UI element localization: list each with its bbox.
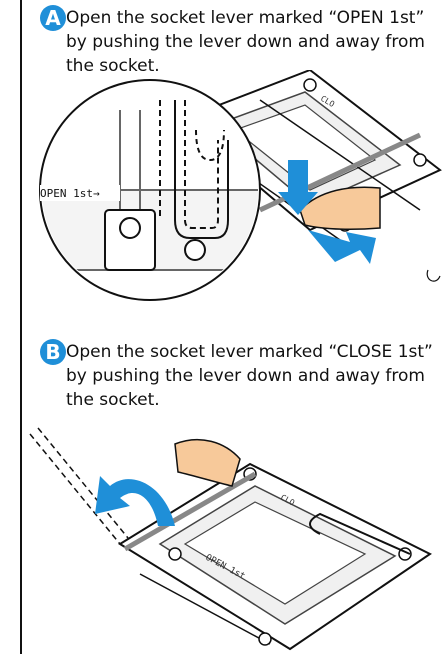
zoom-callout-a: OPEN 1st→ xyxy=(39,79,261,301)
step-a-illustration: 1st CLO OPEN 1st→ xyxy=(39,70,442,301)
latch-b xyxy=(309,512,411,555)
step-b-line-2: by pushing the lever down and away from xyxy=(66,366,425,386)
lever-b-open-outline xyxy=(29,433,121,545)
step-b-badge: B xyxy=(40,339,66,365)
page-border-line xyxy=(20,0,22,654)
lever-b xyxy=(123,471,257,552)
step-b-instruction: Open the socket lever marked “CLOSE 1st”… xyxy=(66,340,441,412)
step-a-instruction: Open the socket lever marked “OPEN 1st” … xyxy=(66,6,441,78)
step-a-badge: A xyxy=(40,5,66,31)
step-b-line-3: the socket. xyxy=(66,390,160,410)
callout-open-label: OPEN 1st→ xyxy=(40,187,100,200)
finger-a xyxy=(299,186,381,230)
step-a-line-2: by pushing the lever down and away from xyxy=(66,32,425,52)
step-b-letter: B xyxy=(45,340,61,364)
step-a-line-1: Open the socket lever marked “OPEN 1st” xyxy=(66,8,425,28)
finger-b xyxy=(174,438,241,487)
step-b-illustration: OPEN 1st CLO xyxy=(29,427,432,651)
faded-lever-a xyxy=(426,269,441,282)
arrow-curved-icon xyxy=(95,476,175,526)
step-b-line-1: Open the socket lever marked “CLOSE 1st” xyxy=(66,342,433,362)
step-a-line-3: the socket. xyxy=(66,56,160,76)
arrow-down-icon xyxy=(278,160,318,215)
socket-frame-b xyxy=(118,462,432,651)
step-a-letter: A xyxy=(45,6,61,30)
arrow-right-icon xyxy=(308,230,376,264)
